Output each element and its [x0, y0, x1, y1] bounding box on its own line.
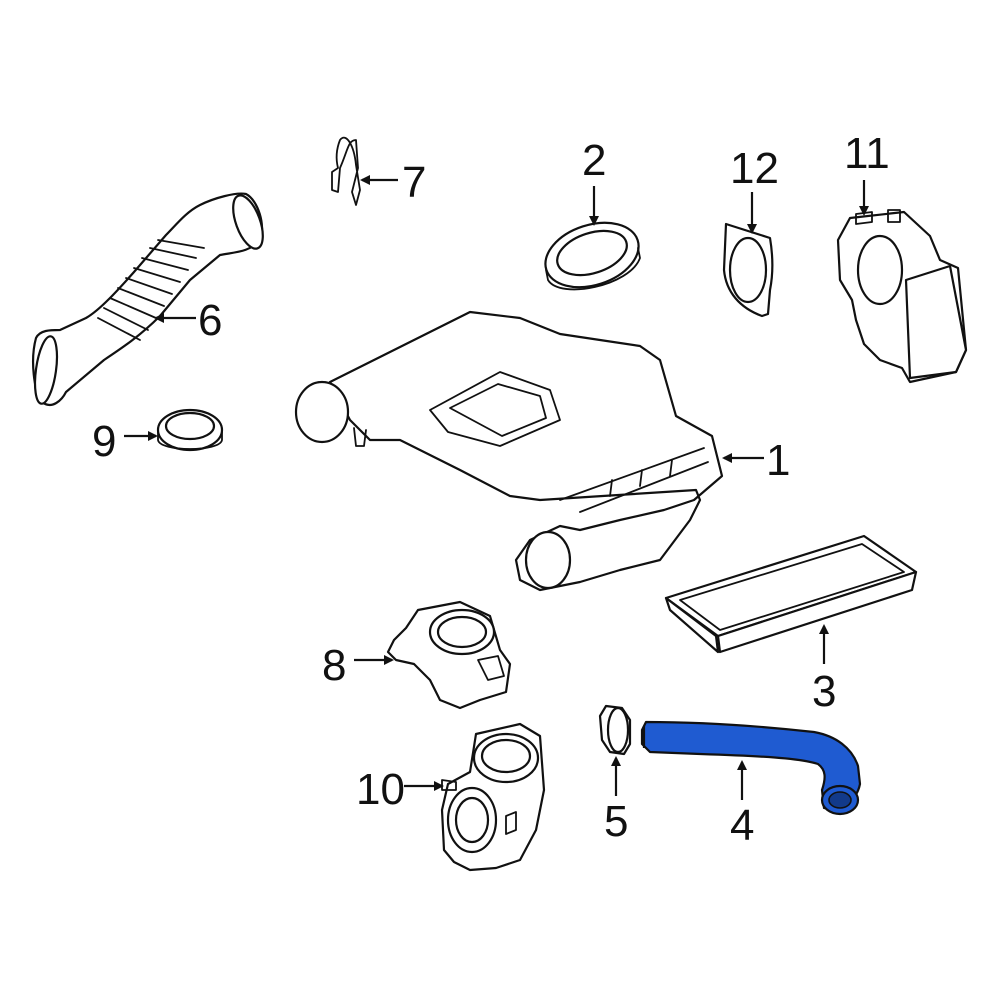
part-12-gasket[interactable] — [722, 222, 774, 318]
callout-1: 1 — [722, 436, 790, 485]
callout-9: 9 — [92, 417, 158, 466]
part-1-air-cleaner-housing[interactable] — [294, 310, 724, 592]
callout-label-2: 2 — [582, 136, 606, 185]
callout-label-8: 8 — [322, 641, 346, 690]
callout-label-3: 3 — [812, 667, 836, 716]
part-10-intake-adapter[interactable] — [440, 722, 546, 872]
callout-label-9: 9 — [92, 417, 116, 466]
part-2-seal[interactable] — [537, 212, 647, 299]
part-3-air-filter[interactable] — [664, 534, 918, 654]
callout-6: 6 — [154, 296, 222, 345]
callout-label-11: 11 — [844, 129, 890, 178]
callout-label-7: 7 — [402, 158, 426, 207]
callout-12: 12 — [730, 144, 779, 234]
callout-label-6: 6 — [198, 296, 222, 345]
part-11-throttle-body[interactable] — [836, 209, 968, 384]
part-4-hose-highlighted[interactable] — [640, 720, 862, 816]
callout-5: 5 — [604, 756, 628, 846]
callout-10: 10 — [356, 765, 444, 814]
hose-end-inner — [828, 791, 852, 809]
callout-label-1: 1 — [766, 436, 790, 485]
callout-2: 2 — [582, 136, 606, 226]
part-8-maf-sensor[interactable] — [386, 600, 512, 710]
callout-label-12: 12 — [730, 144, 779, 193]
callout-label-10: 10 — [356, 765, 405, 814]
callout-4: 4 — [730, 760, 754, 850]
part-5-clamp[interactable] — [598, 704, 632, 756]
part-6-intake-duct[interactable] — [31, 192, 268, 407]
callout-3: 3 — [812, 624, 836, 716]
callout-label-4: 4 — [730, 801, 754, 850]
part-7-clip[interactable] — [331, 136, 361, 206]
callout-label-5: 5 — [604, 797, 628, 846]
callout-8: 8 — [322, 641, 394, 690]
part-9-seal-ring[interactable] — [156, 408, 224, 452]
callout-11: 11 — [844, 129, 890, 216]
callout-7: 7 — [360, 158, 426, 207]
